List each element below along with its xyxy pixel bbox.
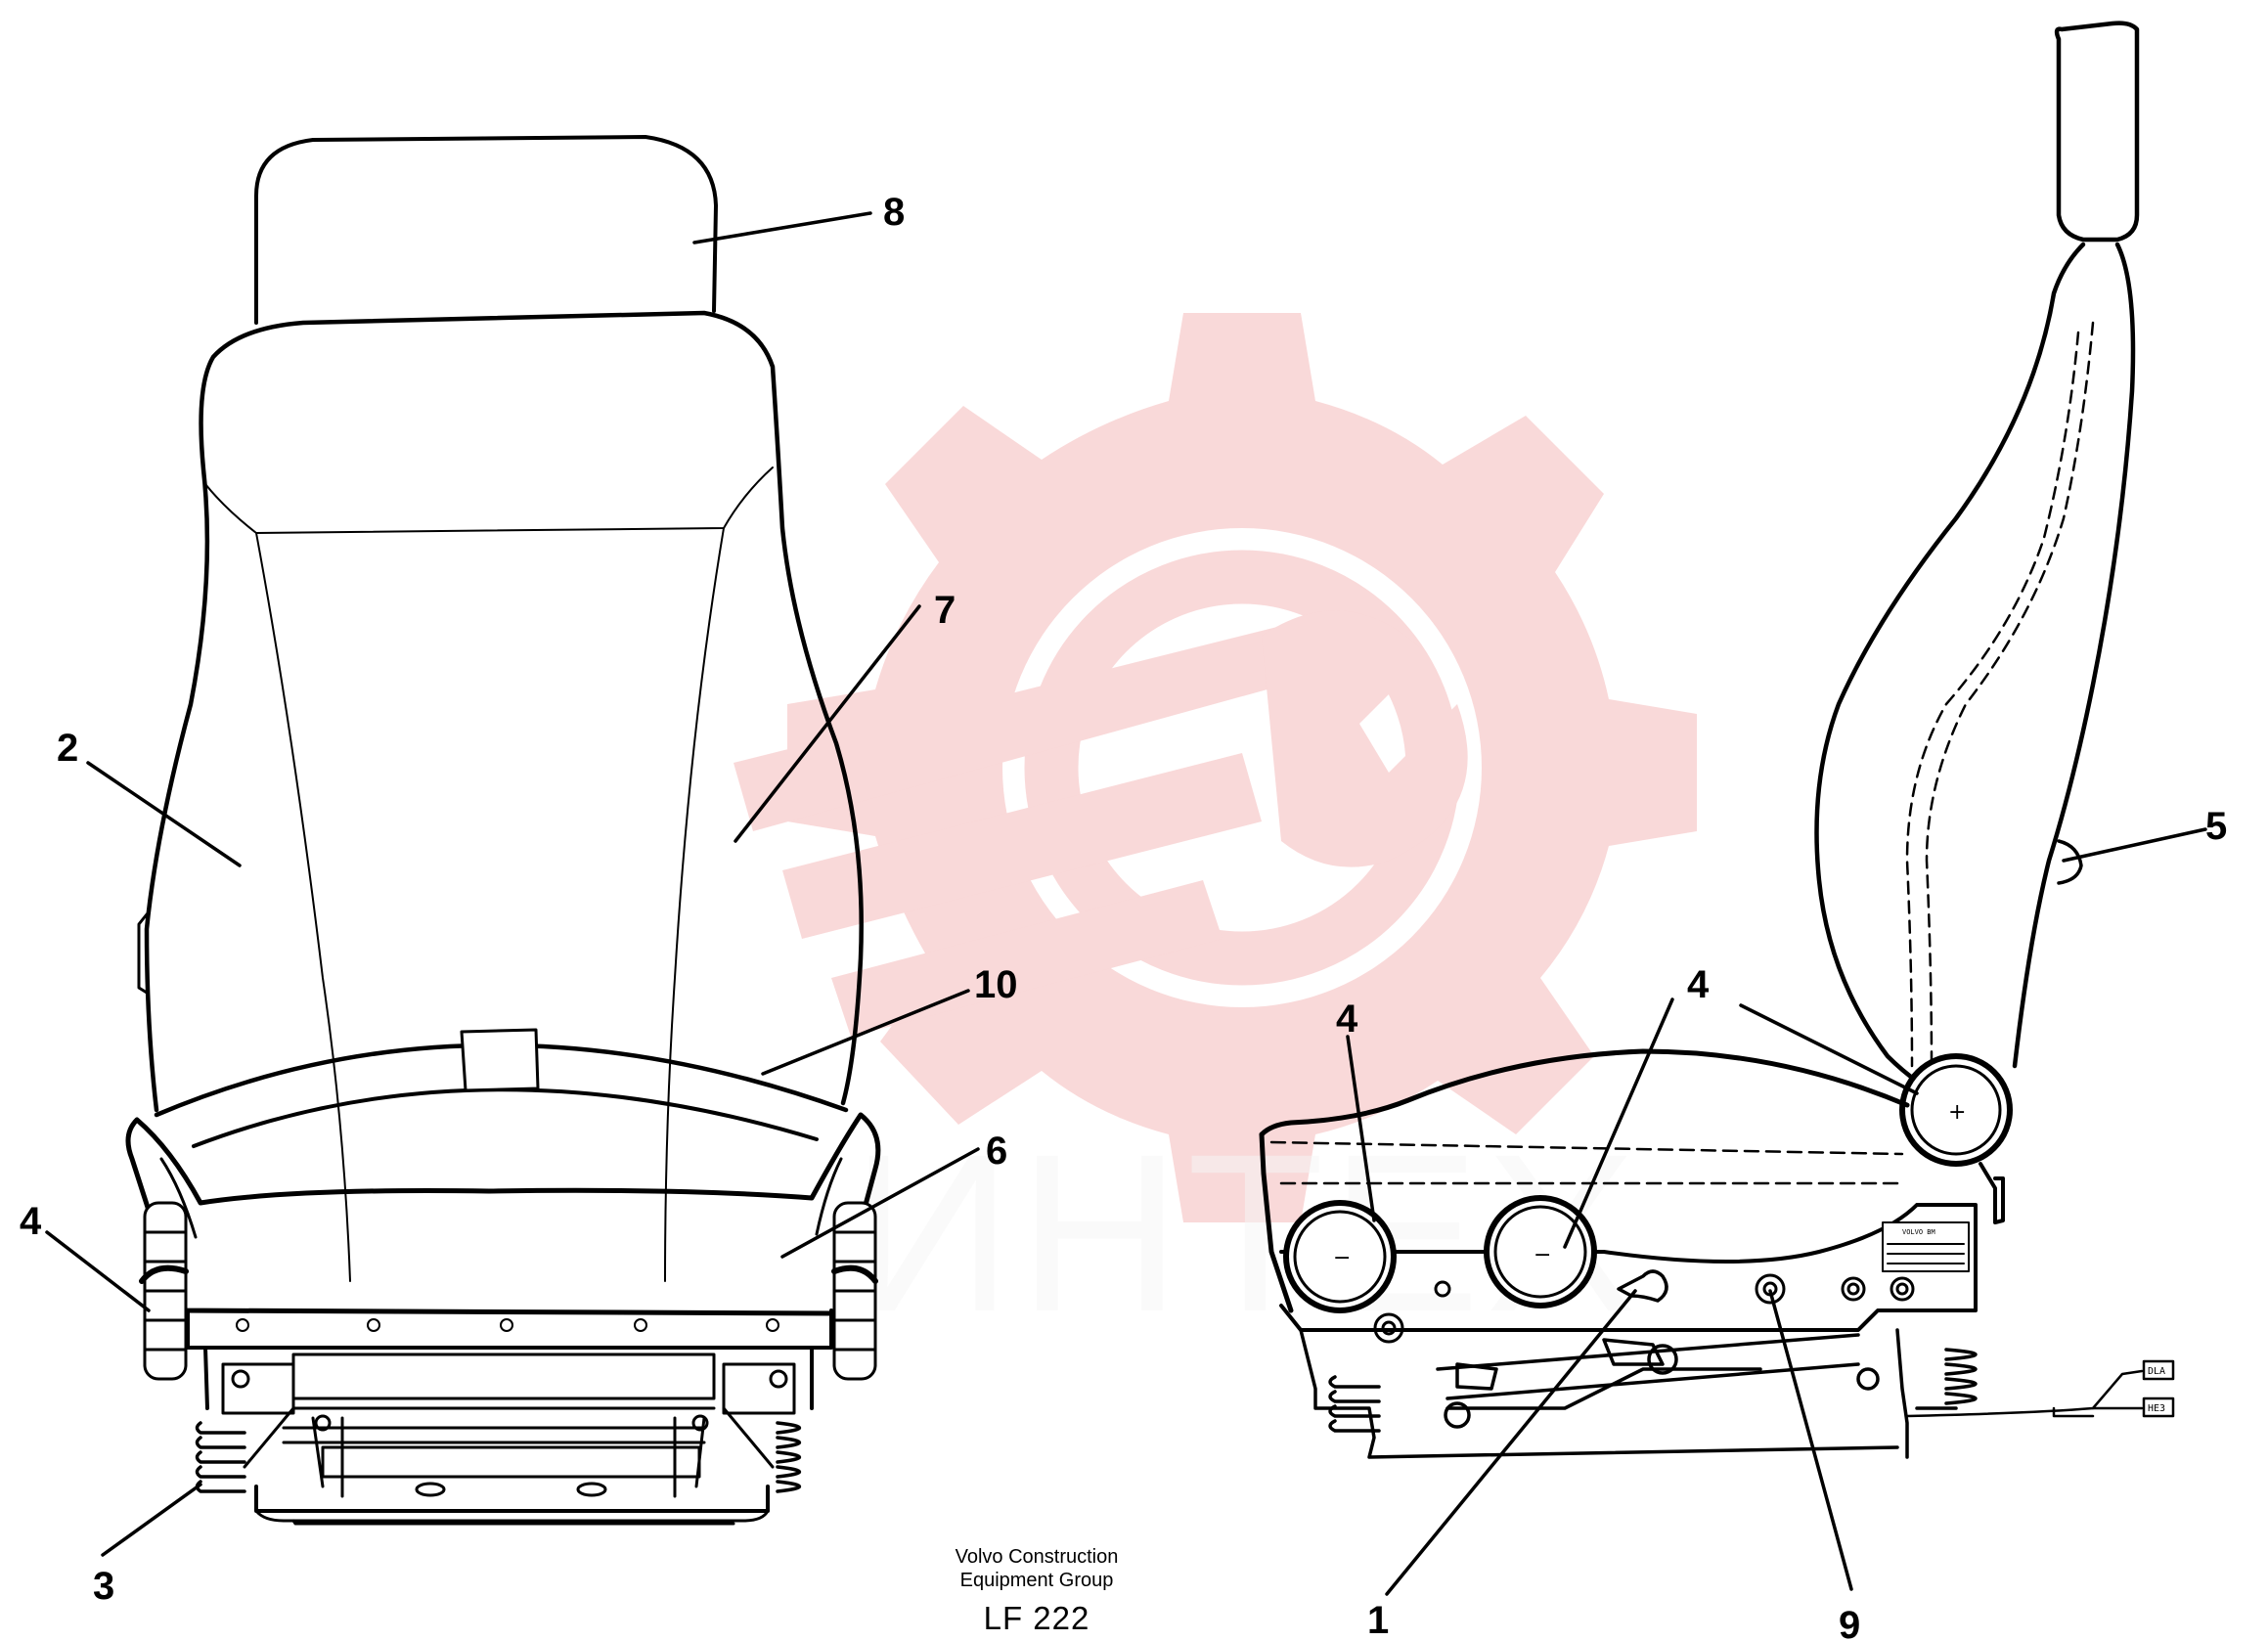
callout-6: 6 [986,1130,1007,1173]
plus-sign: + [1948,1100,1966,1125]
wiring-harness: DLA HE3 [1905,1359,2175,1418]
callout-7: 7 [934,589,956,632]
callout-10: 10 [974,963,1018,1006]
drawing-code: LF 222 [983,1600,1090,1636]
fore-aft-lever [1617,1269,1668,1303]
callout-4-side-left: 4 [1336,998,1358,1041]
scissor-suspension [1299,1328,1909,1459]
headrest-side [2054,21,2140,243]
suspension-base-front [203,1346,814,1526]
plug-label-2: HE3 [2148,1403,2165,1414]
callout-3: 3 [93,1565,114,1608]
seat-front-bar [186,1308,833,1350]
armrest-strap [460,1028,540,1092]
callout-1: 1 [1367,1599,1389,1641]
backrest-outline [144,310,864,1113]
backrest-side [1814,242,2086,1108]
front-view-seat [125,135,881,1526]
footer-line-1: Volvo Construction [955,1546,1119,1568]
callout-4-front: 4 [20,1200,42,1243]
watermark: ИНТЕХ [734,313,1697,1358]
minus-sign: − [1333,1246,1351,1270]
bellows-side-right [1915,1348,1978,1410]
callout-4-side-top: 4 [1687,963,1710,1006]
headrest [254,135,718,325]
front-bar-holes [236,1318,779,1332]
height-knob-left: − [1283,1200,1397,1313]
bellows-right [776,1421,802,1493]
bellows-left [195,1421,246,1493]
callout-9: 9 [1839,1604,1860,1641]
callout-2: 2 [57,727,78,770]
seat-cushion-side [1259,1048,1910,1137]
leader-lines [45,211,2207,1596]
seat-cushion-front [125,1112,881,1316]
watermark-gear-icon [734,313,1697,1222]
plate-label: VOLVO BM [1902,1228,1935,1236]
bellows-side-left [1328,1375,1381,1433]
minus-sign: − [1534,1243,1551,1267]
seat-side-panel [1279,1203,1978,1332]
recline-knob: + [1899,1053,2013,1167]
adjuster-wheel-left [139,1201,189,1381]
callouts: 8 7 2 10 6 4 3 5 4 4 1 9 [20,191,2227,1641]
plug-label-1: DLA [2148,1366,2165,1377]
footer-line-2: Equipment Group [959,1570,1114,1591]
footer-company: Volvo Construction Equipment Group [875,1545,1198,1592]
footer-drawing-code: LF 222 [875,1600,1198,1637]
rating-plate: VOLVO BM [1882,1221,1970,1272]
backrest-center-panel [204,466,774,534]
height-knob-right: − [1484,1195,1597,1308]
lumbar-knob [2057,839,2083,885]
side-view-seat: + VOLVO BM − [1259,21,2175,1459]
callout-8: 8 [883,191,905,234]
side-bolts [1373,1273,1915,1344]
adjuster-wheel-right [831,1201,878,1381]
callout-5: 5 [2205,805,2227,848]
